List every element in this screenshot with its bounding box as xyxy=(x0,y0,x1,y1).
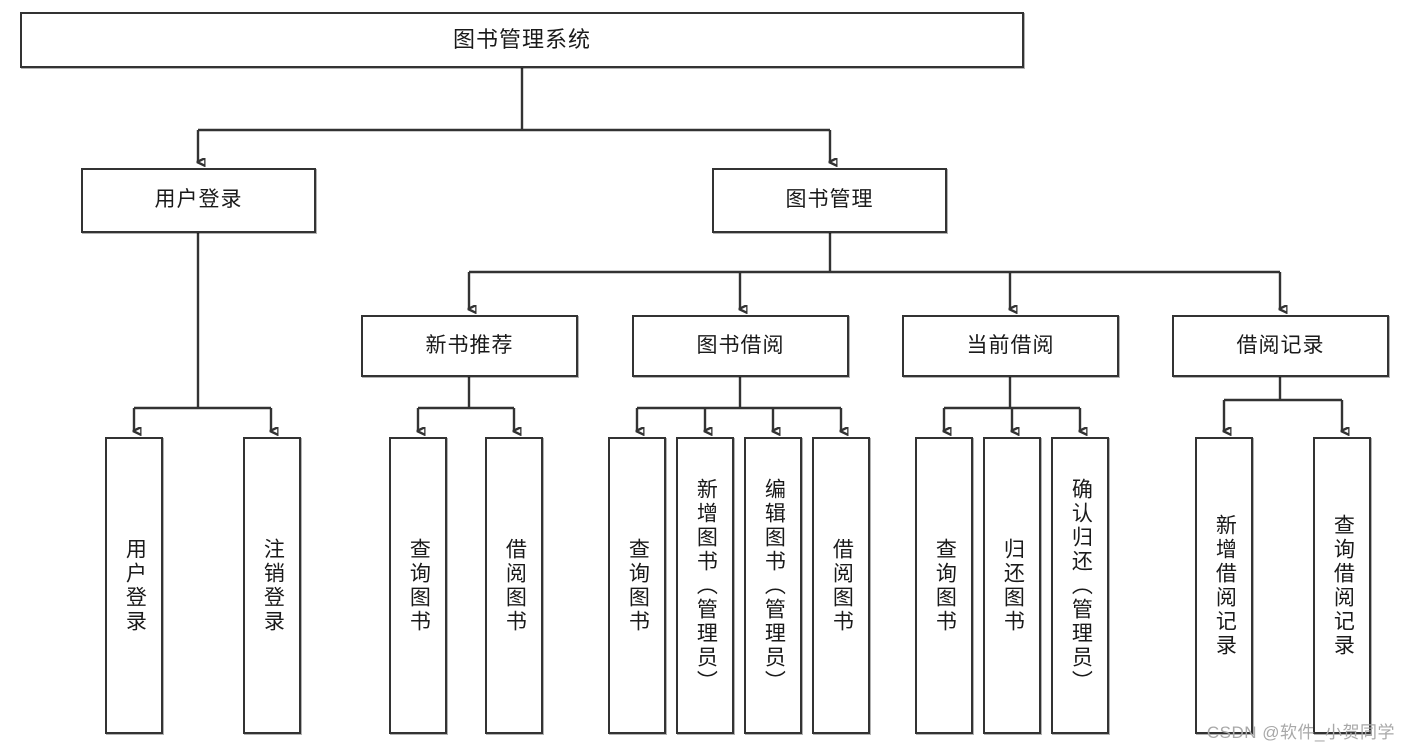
leaf-current-borrow-3[interactable]: 确认归还（管理员） xyxy=(1051,437,1109,734)
leaf-book-borrow-1[interactable]: 查询图书 xyxy=(608,437,666,734)
leaf-label: 查询图书 xyxy=(407,537,431,634)
node-book-borrow-label: 图书借阅 xyxy=(696,333,785,357)
leaf-label: 确认归还（管理员） xyxy=(1069,477,1093,694)
node-new-book-recommend-label: 新书推荐 xyxy=(425,333,514,357)
leaf-new-book-recommend-2[interactable]: 借阅图书 xyxy=(485,437,543,734)
watermark: CSDN @软件_小贺同学 xyxy=(1206,723,1395,742)
leaf-book-borrow-3[interactable]: 编辑图书（管理员） xyxy=(744,437,802,734)
leaf-label: 借阅图书 xyxy=(830,537,854,634)
node-new-book-recommend[interactable]: 新书推荐 xyxy=(361,315,578,377)
node-user-login-label: 用户登录 xyxy=(154,188,243,212)
node-root-label: 图书管理系统 xyxy=(452,27,591,53)
leaf-user-login-1[interactable]: 用户登录 xyxy=(105,437,163,734)
leaf-borrow-record-1[interactable]: 新增借阅记录 xyxy=(1195,437,1253,734)
leaf-label: 新增借阅记录 xyxy=(1213,513,1237,658)
leaf-label: 借阅图书 xyxy=(503,537,527,634)
leaf-current-borrow-1[interactable]: 查询图书 xyxy=(915,437,973,734)
node-book-manage-label: 图书管理 xyxy=(785,188,874,212)
leaf-label: 用户登录 xyxy=(123,537,147,634)
node-root[interactable]: 图书管理系统 xyxy=(20,12,1024,68)
leaf-label: 新增图书（管理员） xyxy=(694,477,718,694)
leaf-label: 注销登录 xyxy=(261,537,285,634)
leaf-label: 编辑图书（管理员） xyxy=(762,477,786,694)
leaf-user-login-2[interactable]: 注销登录 xyxy=(243,437,301,734)
node-user-login[interactable]: 用户登录 xyxy=(81,168,316,233)
leaf-label: 归还图书 xyxy=(1001,537,1025,634)
leaf-new-book-recommend-1[interactable]: 查询图书 xyxy=(389,437,447,734)
node-book-borrow[interactable]: 图书借阅 xyxy=(632,315,849,377)
node-book-manage[interactable]: 图书管理 xyxy=(712,168,947,233)
leaf-book-borrow-2[interactable]: 新增图书（管理员） xyxy=(676,437,734,734)
leaf-label: 查询借阅记录 xyxy=(1331,513,1355,658)
node-borrow-record[interactable]: 借阅记录 xyxy=(1172,315,1389,377)
node-borrow-record-label: 借阅记录 xyxy=(1236,333,1325,357)
leaf-book-borrow-4[interactable]: 借阅图书 xyxy=(812,437,870,734)
leaf-current-borrow-2[interactable]: 归还图书 xyxy=(983,437,1041,734)
node-current-borrow[interactable]: 当前借阅 xyxy=(902,315,1119,377)
leaf-label: 查询图书 xyxy=(626,537,650,634)
node-current-borrow-label: 当前借阅 xyxy=(966,333,1055,357)
leaf-borrow-record-2[interactable]: 查询借阅记录 xyxy=(1313,437,1371,734)
leaf-label: 查询图书 xyxy=(933,537,957,634)
